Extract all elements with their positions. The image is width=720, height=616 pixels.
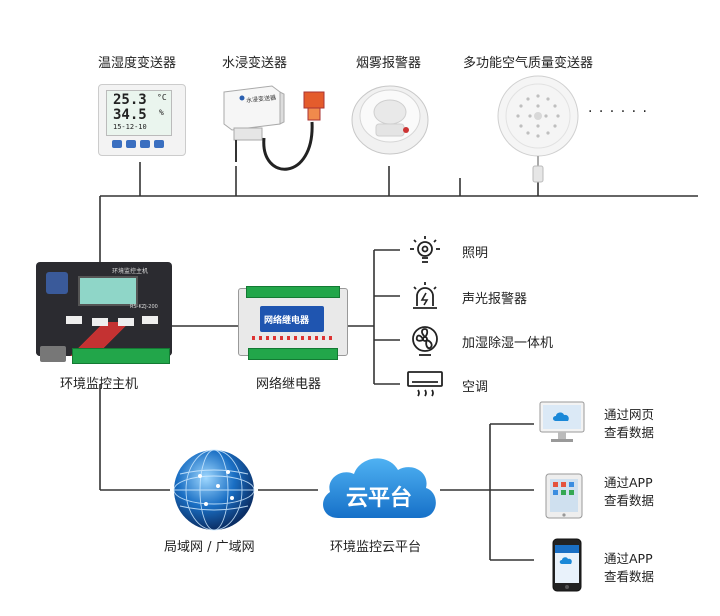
desktop-monitor-icon bbox=[538, 400, 586, 446]
smoke-alarm-device bbox=[350, 80, 430, 156]
network-label: 局域网 / 广域网 bbox=[164, 540, 255, 555]
output-label-humidifier: 加湿除湿一体机 bbox=[462, 336, 554, 351]
client-tablet-text: 通过APP 查看数据 bbox=[604, 474, 654, 510]
tablet-icon bbox=[544, 472, 584, 520]
sensor-label-smoke-alarm: 烟雾报警器 bbox=[356, 56, 422, 71]
client-phone-line2: 查看数据 bbox=[604, 569, 655, 584]
air-conditioner-icon bbox=[406, 370, 444, 402]
client-tablet-line2: 查看数据 bbox=[604, 493, 655, 508]
controller-faceplate-title: 环境监控主机 bbox=[112, 268, 149, 275]
client-tablet-line1: 通过APP bbox=[604, 475, 653, 490]
date-reading: 15-12-10 bbox=[113, 123, 147, 131]
controller-model: RS-KZJ-200 bbox=[130, 304, 158, 310]
temperature-reading: 25.3 bbox=[113, 92, 147, 108]
sensor-label-water-leak: 水浸变送器 bbox=[222, 56, 288, 71]
client-web-text: 通过网页 查看数据 bbox=[604, 406, 654, 442]
sensor-label-air-quality: 多功能空气质量变送器 bbox=[463, 56, 594, 71]
light-bulb-icon bbox=[408, 234, 442, 268]
output-label-lighting: 照明 bbox=[462, 246, 489, 261]
cloud-label: 环境监控云平台 bbox=[330, 540, 422, 555]
output-label-alarm: 声光报警器 bbox=[462, 292, 528, 307]
smartphone-icon bbox=[552, 538, 582, 592]
controller-label: 环境监控主机 bbox=[60, 377, 139, 392]
sensor-label-temp-humidity: 温湿度变送器 bbox=[98, 56, 177, 71]
temperature-unit: °C bbox=[157, 93, 167, 102]
environment-host-controller: 环境监控主机 RS-KZJ-200 bbox=[36, 262, 172, 366]
alarm-siren-icon bbox=[408, 280, 442, 314]
water-leak-sensor: 水浸变送器 bbox=[220, 82, 330, 188]
network-globe-icon bbox=[170, 446, 258, 534]
fan-icon bbox=[408, 324, 442, 358]
client-phone-line1: 通过APP bbox=[604, 551, 653, 566]
humidity-unit: % bbox=[159, 108, 164, 117]
relay-badge-text: 网络继电器 bbox=[264, 316, 310, 326]
air-quality-sensor bbox=[496, 74, 580, 186]
cloud-title: 云平台 bbox=[346, 486, 413, 511]
more-sensors-ellipsis: · · · · · · bbox=[588, 104, 648, 120]
humidity-reading: 34.5 bbox=[113, 107, 147, 123]
client-web-line2: 查看数据 bbox=[604, 425, 655, 440]
cloud-platform-icon: 云平台 bbox=[316, 448, 442, 524]
network-relay-device: 网络继电器 bbox=[238, 286, 348, 360]
client-phone-text: 通过APP 查看数据 bbox=[604, 550, 654, 586]
output-label-air-conditioner: 空调 bbox=[462, 380, 489, 395]
temp-humidity-sensor: 25.3 °C 34.5 % 15-12-10 bbox=[98, 84, 186, 156]
client-web-line1: 通过网页 bbox=[604, 407, 655, 422]
relay-label: 网络继电器 bbox=[256, 377, 322, 392]
